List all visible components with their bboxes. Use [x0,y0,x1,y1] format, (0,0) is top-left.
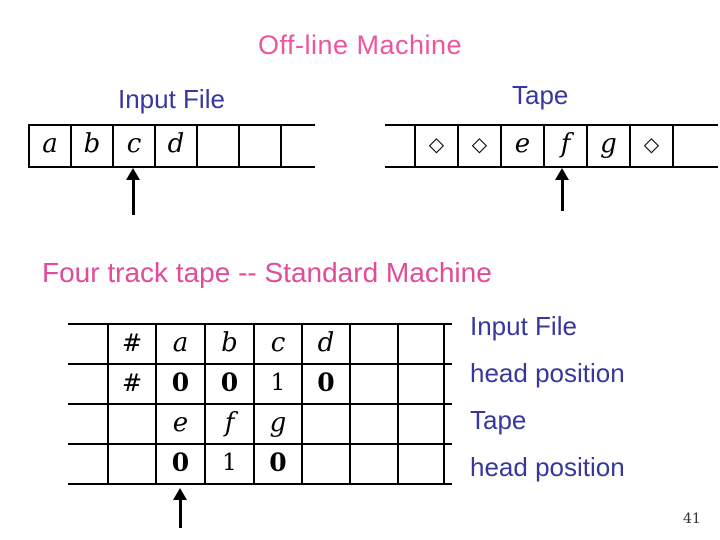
four-track-cell [397,365,443,403]
arrow-head-icon [555,168,569,180]
four-track-cell [68,365,107,403]
arrow-stem [131,180,135,215]
four-track-cell: # [107,325,155,363]
four-track-cell: 0 [155,445,204,483]
four-track-cell: 0 [253,445,301,483]
input-file-cell: c [112,126,154,166]
four-track-cell [349,445,397,483]
four-track-cell [443,405,452,443]
four-track-cell [397,325,443,363]
tape-head-arrow-icon [554,168,570,211]
four-track-cell: b [204,325,253,363]
four-track-head-arrow-icon [172,488,188,528]
four-track-cell: # [107,365,155,403]
four-track-cell [301,405,349,443]
four-track-cell: 0 [204,365,253,403]
four-track-cell: 0 [155,365,204,403]
input-file-label: Input File [118,84,225,114]
input-file-cell [280,126,315,166]
four-track-cell [349,365,397,403]
tape-cell: f [543,126,586,166]
input-file-cell [238,126,280,166]
four-track-cell: 0 [301,365,349,403]
arrow-stem [560,180,564,211]
four-track-cell [349,405,397,443]
tape-cell: g [586,126,629,166]
four-track-cell [443,365,452,403]
four-track-cell [443,445,452,483]
four-track-cell: c [253,325,301,363]
tape-cell: ◇ [629,126,672,166]
four-track-cell [107,405,155,443]
four-track-cell [68,405,107,443]
four-track-cell: e [155,405,204,443]
four-track-cell [301,445,349,483]
legend-input-file: Input File [470,311,577,341]
four-track-cell: f [204,405,253,443]
tape-label: Tape [512,80,569,110]
legend-tape-head-position: head position [470,452,625,482]
four-track-cell [443,325,452,363]
four-track-cell: 1 [253,365,301,403]
four-track-cell [397,405,443,443]
tape-cell: ◇ [414,126,457,166]
input-file-head-arrow-icon [125,168,141,215]
four-track-cell [107,445,155,483]
four-track-cell: 1 [204,445,253,483]
four-track-cell [68,325,107,363]
four-track-cell [349,325,397,363]
arrow-head-icon [126,168,140,180]
tape-cell [672,126,718,166]
legend-input-file-head-position: head position [470,358,625,388]
four-track-cell [68,445,107,483]
four-track-caption: Four track tape -- Standard Machine [42,257,492,288]
four-track-cell [397,445,443,483]
four-track-cell: g [253,405,301,443]
arrow-head-icon [173,488,187,500]
four-track-cell: a [155,325,204,363]
tape-lead-spacer [385,126,414,166]
input-file-cell: d [154,126,196,166]
input-file-cell [196,126,238,166]
legend-tape: Tape [470,405,527,435]
input-file-cell: a [28,126,70,166]
tape-cell: ◇ [457,126,500,166]
slide-title: Off-line Machine [257,30,463,60]
input-file-cell: b [70,126,112,166]
four-track-cell: d [301,325,349,363]
page-number: 41 [683,511,701,527]
tape-cell: e [500,126,543,166]
arrow-stem [178,500,182,528]
